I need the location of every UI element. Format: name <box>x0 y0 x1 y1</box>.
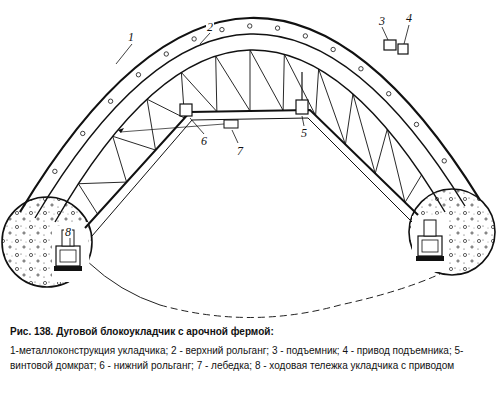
roller <box>414 122 418 126</box>
truss-member <box>78 184 97 214</box>
truss-member <box>250 50 283 110</box>
lower-roller-conveyor <box>180 104 192 116</box>
lower-chord <box>85 110 418 228</box>
winch <box>224 120 238 128</box>
roller <box>359 67 363 71</box>
right-support-post <box>424 220 436 236</box>
right-bogie-drive <box>422 240 438 252</box>
jack-screw <box>301 72 302 100</box>
right-drift-concrete <box>409 189 495 275</box>
truss-member <box>147 99 185 118</box>
roller <box>275 26 279 30</box>
leader-line <box>232 130 238 143</box>
left-bogie-drive <box>60 250 76 262</box>
caption-legend-text: 1-металлоконструкция укладчика; 2 - верх… <box>10 343 488 373</box>
leader-line <box>116 44 132 64</box>
truss-member <box>319 69 346 145</box>
right-rail <box>416 256 444 261</box>
winch-rope <box>120 124 224 132</box>
roller <box>387 92 391 96</box>
leader-line <box>382 27 388 40</box>
rope-arrow <box>118 128 124 133</box>
roller <box>136 73 140 77</box>
roller <box>81 131 85 135</box>
roller <box>220 27 224 31</box>
roller <box>192 37 196 41</box>
truss-member <box>316 69 319 116</box>
truss-member <box>113 136 156 150</box>
left-cavity <box>52 222 90 282</box>
contour-line <box>88 262 160 305</box>
left-drift-concrete <box>2 197 92 287</box>
upper-rollers <box>53 24 447 174</box>
roller <box>164 52 168 56</box>
leader-line <box>70 238 71 246</box>
leader-line <box>302 116 304 126</box>
hoist-drive <box>398 44 408 54</box>
upper-roller-track <box>35 34 465 218</box>
callout-number: 2 <box>206 21 214 33</box>
callout-number: 7 <box>236 145 244 157</box>
roller <box>248 24 252 28</box>
roller <box>303 34 307 38</box>
truss-member <box>375 129 387 173</box>
callout-number: 5 <box>300 127 308 139</box>
callout-number: 4 <box>405 12 413 24</box>
truss-member <box>216 56 250 111</box>
truss-member <box>284 54 315 115</box>
hoist <box>384 40 396 50</box>
left-bogie <box>56 246 80 266</box>
truss-member <box>353 94 375 174</box>
leader-line <box>200 33 210 44</box>
roller <box>108 99 112 103</box>
callout-number: 1 <box>127 31 135 43</box>
truss-member <box>113 136 127 182</box>
roller <box>331 47 335 51</box>
callout-number: 6 <box>200 135 208 147</box>
truss-member <box>250 50 251 111</box>
truss-member <box>147 99 156 150</box>
truss-member <box>283 54 284 110</box>
callout-number: 3 <box>378 15 386 27</box>
leader-line <box>190 118 204 134</box>
right-bogie <box>418 236 442 256</box>
callout-number: 8 <box>64 226 72 238</box>
screw-jack <box>296 100 308 114</box>
truss-member <box>78 182 126 184</box>
roller <box>53 169 57 173</box>
leader-line <box>404 25 409 44</box>
truss-member <box>387 129 405 202</box>
arch-outer-chord <box>20 18 480 212</box>
truss-web <box>78 50 421 214</box>
lower-roller-track <box>92 118 412 236</box>
figure-caption: Рис. 138. Дуговой блокоукладчик с арочно… <box>10 326 274 338</box>
truss-member <box>345 94 353 145</box>
dashed-contour <box>160 274 440 318</box>
truss-member <box>405 175 422 202</box>
roller <box>442 159 446 163</box>
left-rail <box>54 266 82 271</box>
right-cavity <box>412 214 448 272</box>
truss-member <box>216 56 217 111</box>
